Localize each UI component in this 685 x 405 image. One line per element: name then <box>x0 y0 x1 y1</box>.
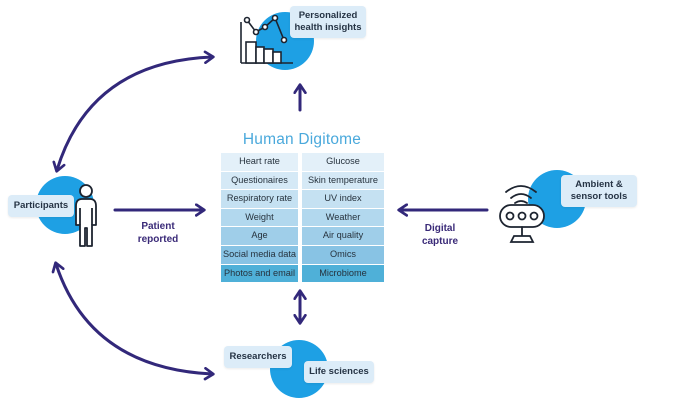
digitome-cell: Photos and email <box>221 264 298 283</box>
digitome-cell: Social media data <box>221 245 298 264</box>
digitome-cell: Weather <box>302 208 384 227</box>
patient-reported-label: Patient reported <box>128 220 188 246</box>
digitome-left-column: Heart rate Questionaires Respiratory rat… <box>221 153 298 283</box>
digitome-cell: Weight <box>221 208 298 227</box>
researchers-label: Researchers <box>229 351 287 362</box>
digitome-cell: Glucose <box>302 153 384 171</box>
digitome-title: Human Digitome <box>242 131 362 148</box>
digital-capture-line2: capture <box>421 236 459 247</box>
ambient-badge: Ambient & sensor tools <box>561 175 637 207</box>
digitome-cell: UV index <box>302 190 384 208</box>
patient-reported-line2: reported <box>137 234 179 245</box>
insights-badge: Personalized health insights <box>290 6 366 38</box>
person-icon <box>75 184 97 247</box>
digitome-right-column: Glucose Skin temperature UV index Weathe… <box>302 153 384 283</box>
participants-label: Participants <box>13 200 69 211</box>
chart-icon <box>240 14 293 64</box>
patient-reported-line1: Patient <box>141 221 175 232</box>
sensor-device-icon <box>499 185 545 243</box>
arrow-participants-insights <box>52 50 215 173</box>
digital-capture-label: Digital capture <box>410 222 470 248</box>
researchers-badge: Researchers <box>224 346 292 368</box>
life-sciences-badge: Life sciences <box>304 361 374 383</box>
digital-capture-line1: Digital <box>424 223 456 234</box>
digitome-cell: Air quality <box>302 227 384 245</box>
life-sciences-label: Life sciences <box>309 366 369 377</box>
arrow-participants-researchers <box>51 261 215 381</box>
digitome-cell: Skin temperature <box>302 171 384 190</box>
ambient-label: Ambient & sensor tools <box>570 179 628 202</box>
digitome-cell: Omics <box>302 245 384 264</box>
digitome-cell: Heart rate <box>221 153 298 171</box>
participants-badge: Participants <box>8 195 74 217</box>
digitome-cell: Respiratory rate <box>221 190 298 208</box>
digitome-cell: Age <box>221 227 298 245</box>
digitome-cell: Microbiome <box>302 264 384 283</box>
insights-label: Personalized health insights <box>294 10 362 33</box>
digitome-cell: Questionaires <box>221 171 298 190</box>
